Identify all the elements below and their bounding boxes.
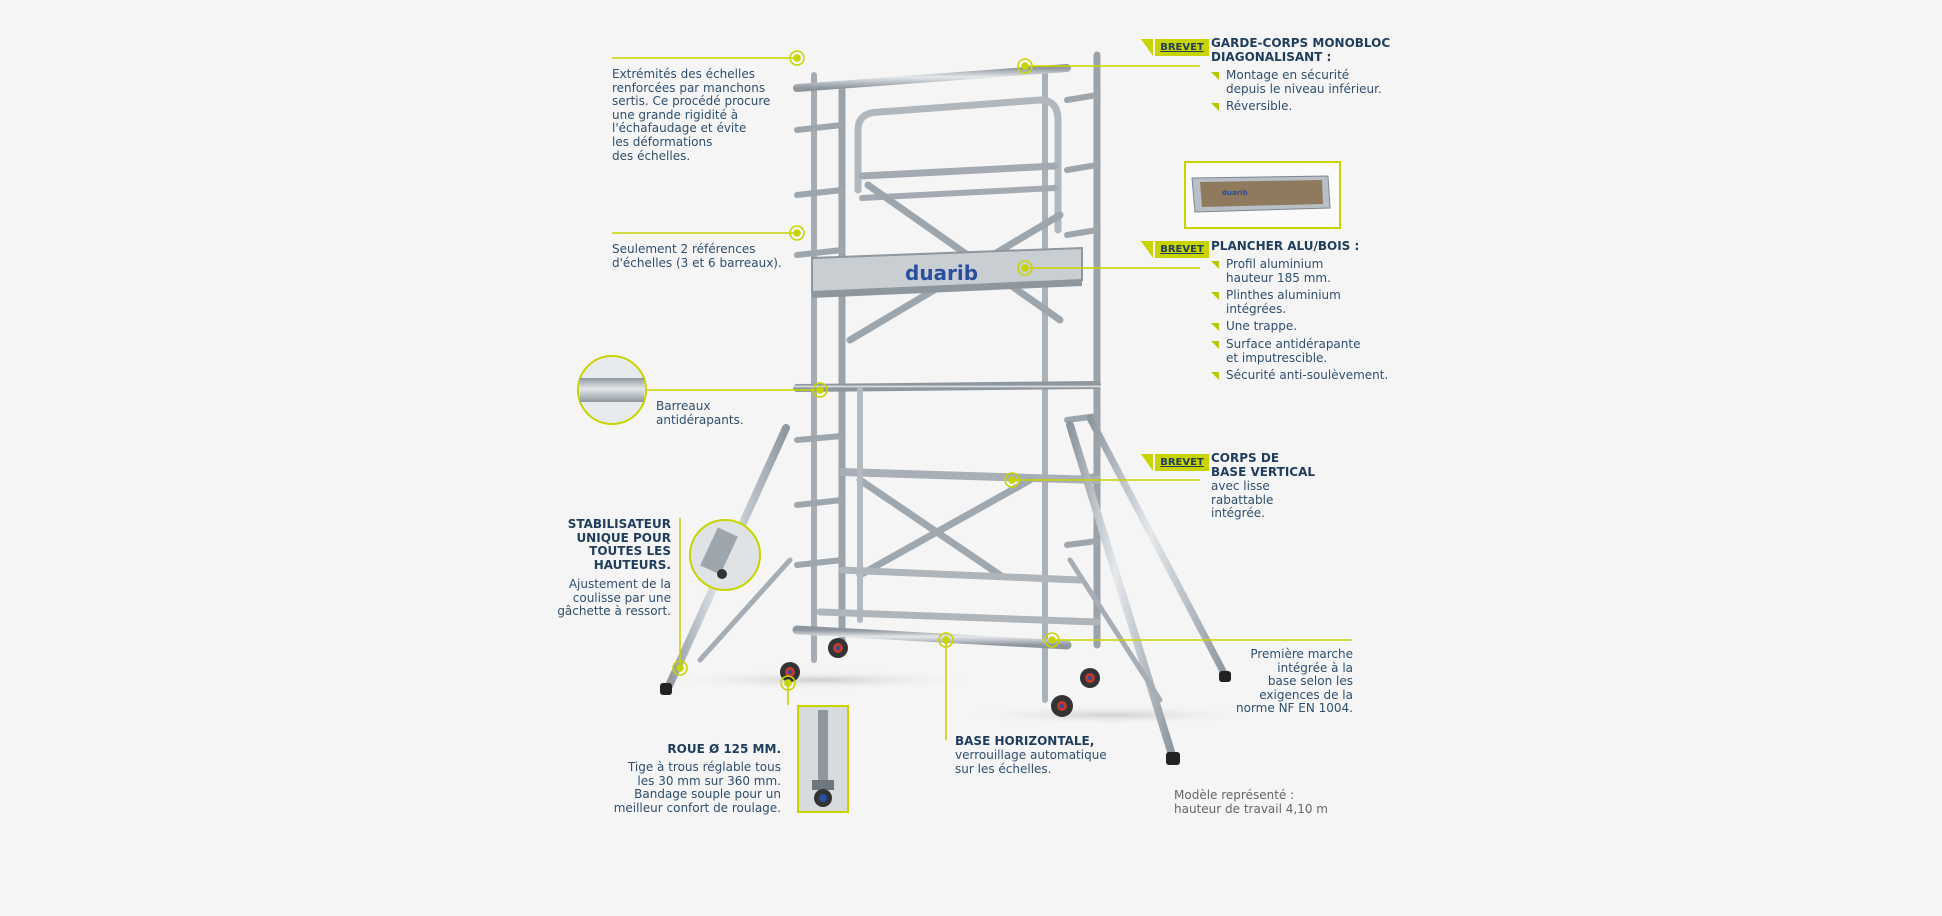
list-item: Sécurité anti-soulèvement. [1211, 369, 1396, 383]
base-horizontale-title: BASE HORIZONTALE, [955, 734, 1095, 748]
ground-shadow [660, 670, 980, 690]
stabiliser-detail-inset [689, 519, 761, 591]
note-references: Seulement 2 références d'échelles (3 et … [612, 242, 782, 270]
plancher-title: PLANCHER ALU/BOIS : [1211, 239, 1360, 253]
platform-detail-inset: duarib [1184, 161, 1341, 229]
wheels [780, 638, 1100, 717]
note-premiere-marche: Première marche intégrée à la base selon… [1236, 647, 1353, 716]
ground-shadow [960, 705, 1260, 725]
note-extremites: Extrémités des échelles renforcées par m… [612, 67, 771, 163]
rung-detail-inset [577, 355, 647, 425]
callout-markers [672, 50, 1060, 691]
stabilisateur-title: STABILISATEUR UNIQUE POUR TOUTES LES HAU… [567, 517, 671, 572]
garde-corps-title: GARDE-CORPS MONOBLOC DIAGONALISANT : [1211, 36, 1391, 64]
brevet-badge: BREVET [1141, 454, 1211, 471]
brand-logo: duarib [905, 261, 978, 285]
model-caption: Modèle représenté : hauteur de travail 4… [1174, 788, 1328, 816]
brevet-badge: BREVET [1141, 241, 1211, 258]
callout-lines [612, 57, 1352, 740]
list-item: Réversible. [1211, 100, 1391, 114]
corps-base-title: CORPS DE BASE VERTICAL [1211, 451, 1316, 479]
base-horizontale-text: verrouillage automatique sur les échelle… [955, 748, 1107, 776]
brevet-badge: BREVET [1141, 39, 1211, 56]
corps-base-text: avec lisse rabattable intégrée. [1211, 479, 1274, 521]
stabilisateur-text: Ajustement de la coulisse par une gâchet… [557, 577, 671, 619]
wheel-detail-inset [797, 705, 849, 813]
svg-text:duarib: duarib [1222, 189, 1248, 197]
list-item: Une trappe. [1211, 320, 1396, 334]
roue-text: Tige à trous réglable tous les 30 mm sur… [613, 760, 781, 815]
note-barreaux: Barreaux antidérapants. [656, 399, 744, 427]
roue-title: ROUE Ø 125 MM. [667, 742, 781, 756]
